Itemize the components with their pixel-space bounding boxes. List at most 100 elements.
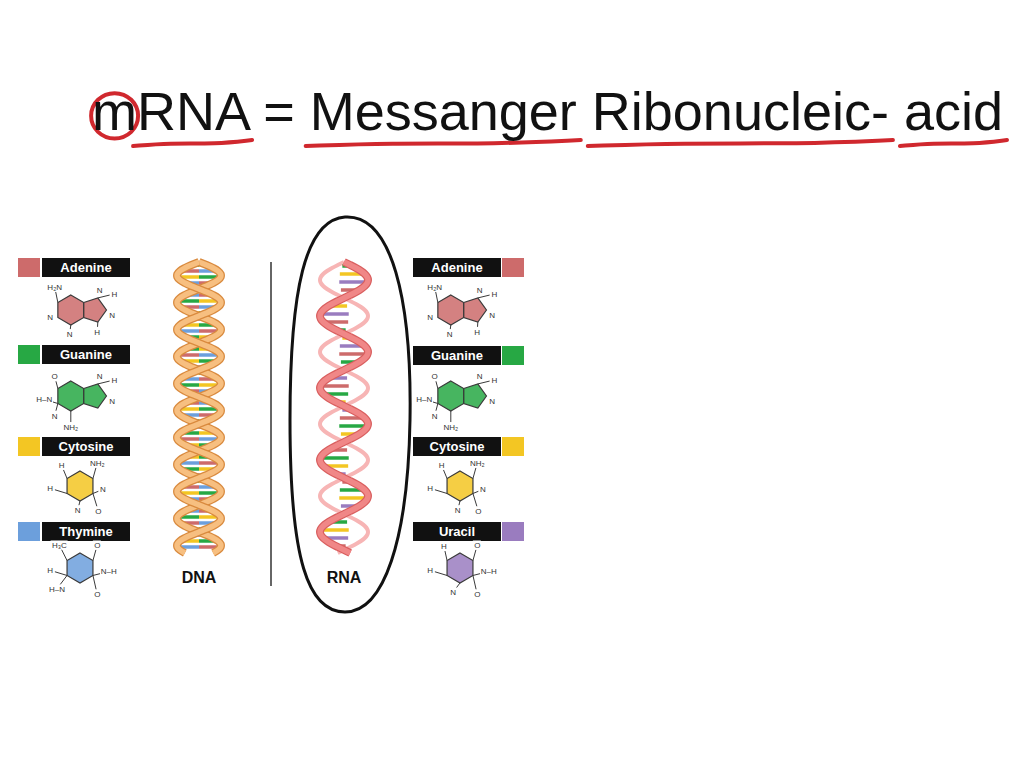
bond-line [473, 493, 477, 506]
atom-label: H [438, 461, 446, 470]
divider-line [270, 262, 272, 586]
dna-backbone [177, 262, 221, 553]
atom-label: H [426, 566, 434, 575]
atom-label: N [74, 506, 82, 515]
bond-line [473, 468, 476, 479]
rna-back-ribbon [320, 262, 368, 553]
atom-label: N [446, 330, 454, 339]
atom-label: N [46, 312, 54, 321]
atom-label: N [96, 286, 104, 295]
dna-backbone [177, 262, 221, 553]
atom-label: NH₂ [62, 423, 79, 432]
bond-line [436, 403, 438, 410]
atom-label: N [479, 485, 487, 494]
rna-backbone [320, 262, 368, 553]
legend-label: Adenine [413, 258, 501, 277]
bond-line [436, 381, 438, 388]
atom-label: N [96, 372, 104, 381]
legend-swatch [502, 437, 524, 456]
legend-swatch [502, 522, 524, 541]
bond-line [64, 470, 68, 479]
atom-label: O [51, 372, 59, 381]
base-structure [435, 468, 478, 507]
bond-line [70, 325, 72, 329]
dna-backbone [177, 262, 221, 553]
atom-label: H [46, 484, 54, 493]
atom-label: N [51, 411, 59, 420]
bond-line [436, 292, 438, 303]
atom-label: H [440, 542, 448, 551]
atom-label: N [488, 396, 496, 405]
base-structure [56, 292, 110, 329]
ring [464, 384, 487, 408]
bond-line [97, 322, 98, 327]
atom-label: H [491, 375, 499, 384]
atom-label: H₂N [426, 283, 443, 292]
bond-line [98, 295, 110, 298]
bond-line [56, 381, 58, 388]
legend-label: Guanine [42, 345, 130, 364]
bond-line [56, 403, 58, 410]
hand-drawn-oval [290, 217, 410, 612]
legend-swatch [502, 258, 524, 277]
atom-label: H–N [415, 395, 433, 404]
bond-line [93, 493, 97, 506]
atom-label: NH₂ [469, 459, 486, 468]
bond-line [459, 501, 460, 505]
bond-line [473, 550, 476, 561]
base-structure [435, 550, 484, 590]
handwritten-title: mRNA = Messanger Ribonucleic- acid [28, 78, 1003, 146]
atom-label: N [108, 310, 116, 319]
bond-line [93, 491, 98, 493]
base-structure [429, 381, 489, 422]
atom-label: N [488, 310, 496, 319]
atom-label: H₃C [51, 541, 68, 550]
atom-label: O [94, 507, 102, 516]
atom-label: O [473, 541, 481, 550]
legend-swatch [502, 346, 524, 365]
bond-line [55, 572, 67, 576]
atom-label: H₂N [46, 283, 63, 292]
atom-label: H [46, 566, 54, 575]
ring [58, 381, 84, 411]
atom-label: N [476, 372, 484, 381]
bond-line [478, 381, 490, 384]
ring [438, 295, 464, 325]
rna-backbone [320, 262, 368, 553]
ring [67, 471, 93, 501]
atom-label: H–N [35, 395, 53, 404]
bond-line [56, 292, 58, 303]
base-structure [55, 468, 98, 507]
bond-line [473, 491, 478, 493]
bond-line [435, 572, 447, 576]
bond-line [450, 325, 452, 329]
bond-line [55, 490, 67, 494]
atom-label: O [93, 590, 101, 599]
atom-label: NH₂ [89, 459, 106, 468]
atom-label: N [426, 312, 434, 321]
bond-line [477, 322, 478, 327]
atom-label: NH₂ [442, 423, 459, 432]
bond-line [435, 490, 447, 494]
legend-swatch [18, 437, 40, 456]
base-structure [436, 292, 490, 329]
legend-label: Uracil [413, 522, 501, 541]
atom-label: N [66, 330, 74, 339]
ring [67, 553, 93, 583]
bond-line [98, 381, 110, 384]
bond-line [445, 551, 447, 560]
ring [447, 471, 473, 501]
legend-label: Thymine [42, 522, 130, 541]
legend-swatch [18, 522, 40, 541]
ring [464, 298, 487, 322]
atom-label: N [449, 588, 457, 597]
atom-label: N [108, 396, 116, 405]
helix-illustration [177, 262, 368, 553]
atom-label: O [474, 507, 482, 516]
base-structure [49, 381, 109, 422]
bond-line [478, 295, 490, 298]
atom-label: O [431, 372, 439, 381]
bond-line [444, 470, 448, 479]
bond-line [79, 501, 80, 505]
legend-label: Guanine [413, 346, 501, 365]
